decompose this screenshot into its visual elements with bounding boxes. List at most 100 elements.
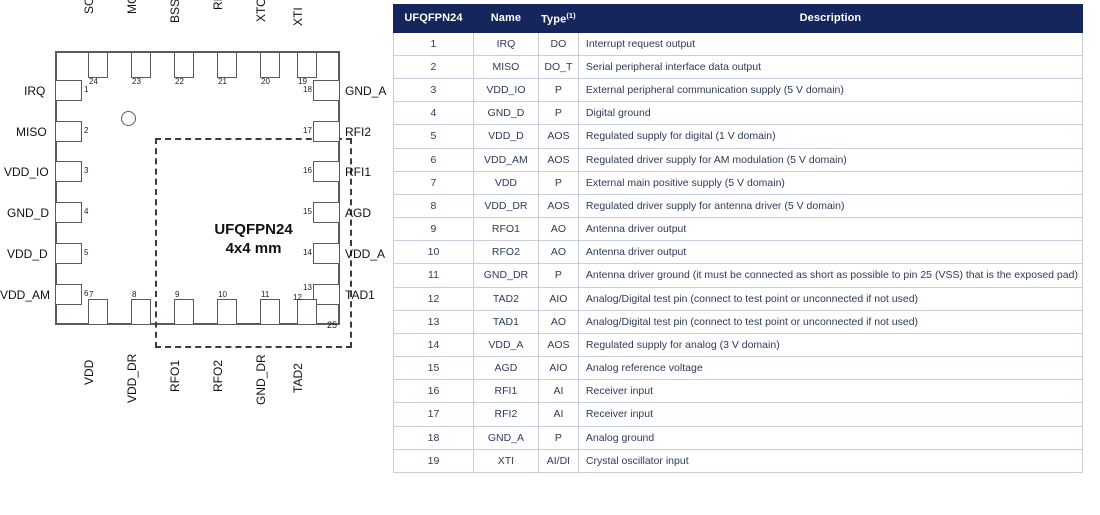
column-header-description: Description	[577, 4, 1084, 33]
cell-pin-type: AOS	[537, 332, 579, 358]
pin-pad-21	[217, 52, 237, 78]
exposed-pad-number: 25	[327, 320, 338, 330]
pin-pad-16	[313, 161, 340, 182]
pin-pad-14	[313, 243, 340, 264]
cell-pin-description: Receiver input	[577, 379, 1084, 404]
pin-label-tad1: TAD1	[345, 288, 375, 302]
pin-number-6: 6	[84, 289, 89, 298]
cell-pin-name: MISO	[472, 54, 539, 80]
pin-pad-17	[313, 121, 340, 142]
pin-label-vdd-a: VDD_A	[345, 247, 386, 261]
pin-pad-11	[260, 299, 280, 325]
type-footnote-marker: (1)	[566, 11, 576, 20]
chip-package-diagram: 25 UFQFPN24 4x4 mm 24 SCLK 23 MOSI 22 BS…	[0, 0, 390, 515]
pin-label-rfo1: RFO1	[168, 359, 182, 392]
cell-pin-description: Digital ground	[577, 101, 1084, 126]
pin-label-tad2: TAD2	[291, 363, 305, 393]
cell-pin-type: AOS	[537, 147, 579, 172]
cell-pin-name: XTI	[472, 448, 539, 473]
cell-pin-type: AIO	[537, 356, 579, 381]
pin-number-8: 8	[132, 290, 137, 299]
cell-pin-description: Antenna driver output	[577, 217, 1084, 242]
pin-number-13: 13	[303, 283, 312, 292]
pin-label-gnd-d: GND_D	[7, 206, 50, 220]
pin-number-2: 2	[84, 126, 89, 135]
pin-number-10: 10	[218, 290, 227, 299]
pin-pad-7	[88, 299, 108, 325]
exposed-pad-outline	[155, 138, 352, 348]
cell-pin-description: Regulated driver supply for antenna driv…	[577, 193, 1084, 219]
cell-pin-description: Analog reference voltage	[577, 356, 1084, 381]
cell-pin-description: Crystal oscillator input	[577, 448, 1084, 473]
cell-pin-description: Interrupt request output	[577, 31, 1084, 56]
pin-label-vdd-d: VDD_D	[7, 247, 48, 261]
cell-pin-type: P	[537, 263, 579, 288]
cell-pin-name: VDD_D	[472, 124, 539, 149]
pin1-orientation-dot-icon	[121, 111, 136, 126]
cell-pin-name: VDD_IO	[472, 77, 539, 103]
cell-pin-type: AOS	[537, 124, 579, 149]
cell-pin-number: 17	[393, 402, 474, 427]
pin-pad-24	[88, 52, 108, 78]
column-header-type: Type(1)	[537, 4, 579, 33]
chip-body-outline: 25 UFQFPN24 4x4 mm	[55, 51, 352, 348]
pin-pad-4	[55, 202, 82, 223]
cell-pin-number: 9	[393, 217, 474, 242]
pin-label-agd: AGD	[345, 206, 372, 220]
chip-package-label: UFQFPN24 4x4 mm	[155, 221, 352, 259]
cell-pin-name: VDD_AM	[472, 147, 539, 172]
pin-number-12: 12	[293, 293, 302, 302]
cell-pin-description: External main positive supply (5 V domai…	[577, 170, 1084, 195]
pin-number-23: 23	[132, 77, 141, 86]
cell-pin-number: 4	[393, 101, 474, 126]
column-header-name: Name	[472, 4, 539, 33]
pin-label-rfi2: RFI2	[345, 125, 372, 139]
pin-pad-19	[297, 52, 317, 78]
pin-label-xti: XTI	[291, 7, 305, 26]
pin-number-16: 16	[303, 166, 312, 175]
cell-pin-number: 15	[393, 356, 474, 381]
pin-number-18: 18	[303, 85, 312, 94]
cell-pin-description: Serial peripheral interface data output	[577, 54, 1084, 80]
pin-number-1: 1	[84, 85, 89, 94]
pin-number-5: 5	[84, 248, 89, 257]
pin-pad-12	[297, 299, 317, 325]
cell-pin-type: DO_T	[537, 54, 579, 80]
pin-label-vdd: VDD	[82, 359, 96, 385]
pin-label-rfi1: RFI1	[345, 165, 372, 179]
pin-pad-2	[55, 121, 82, 142]
pin-pad-20	[260, 52, 280, 78]
cell-pin-description: Analog/Digital test pin (connect to test…	[577, 309, 1084, 334]
cell-pin-number: 12	[393, 286, 474, 311]
cell-pin-name: GND_D	[472, 101, 539, 126]
cell-pin-type: P	[537, 425, 579, 450]
cell-pin-number: 18	[393, 425, 474, 450]
cell-pin-name: AGD	[472, 356, 539, 381]
cell-pin-name: GND_A	[472, 425, 539, 450]
pin-pad-8	[131, 299, 151, 325]
cell-pin-type: P	[537, 170, 579, 195]
cell-pin-name: VDD_DR	[472, 193, 539, 219]
pin-label-mosi: MOSI	[125, 0, 139, 14]
cell-pin-description: Analog ground	[577, 425, 1084, 450]
cell-pin-type: P	[537, 101, 579, 126]
cell-pin-description: Regulated driver supply for AM modulatio…	[577, 147, 1084, 172]
pin-number-15: 15	[303, 207, 312, 216]
cell-pin-type: P	[537, 77, 579, 103]
pin-number-17: 17	[303, 126, 312, 135]
cell-pin-name: RFO1	[472, 217, 539, 242]
